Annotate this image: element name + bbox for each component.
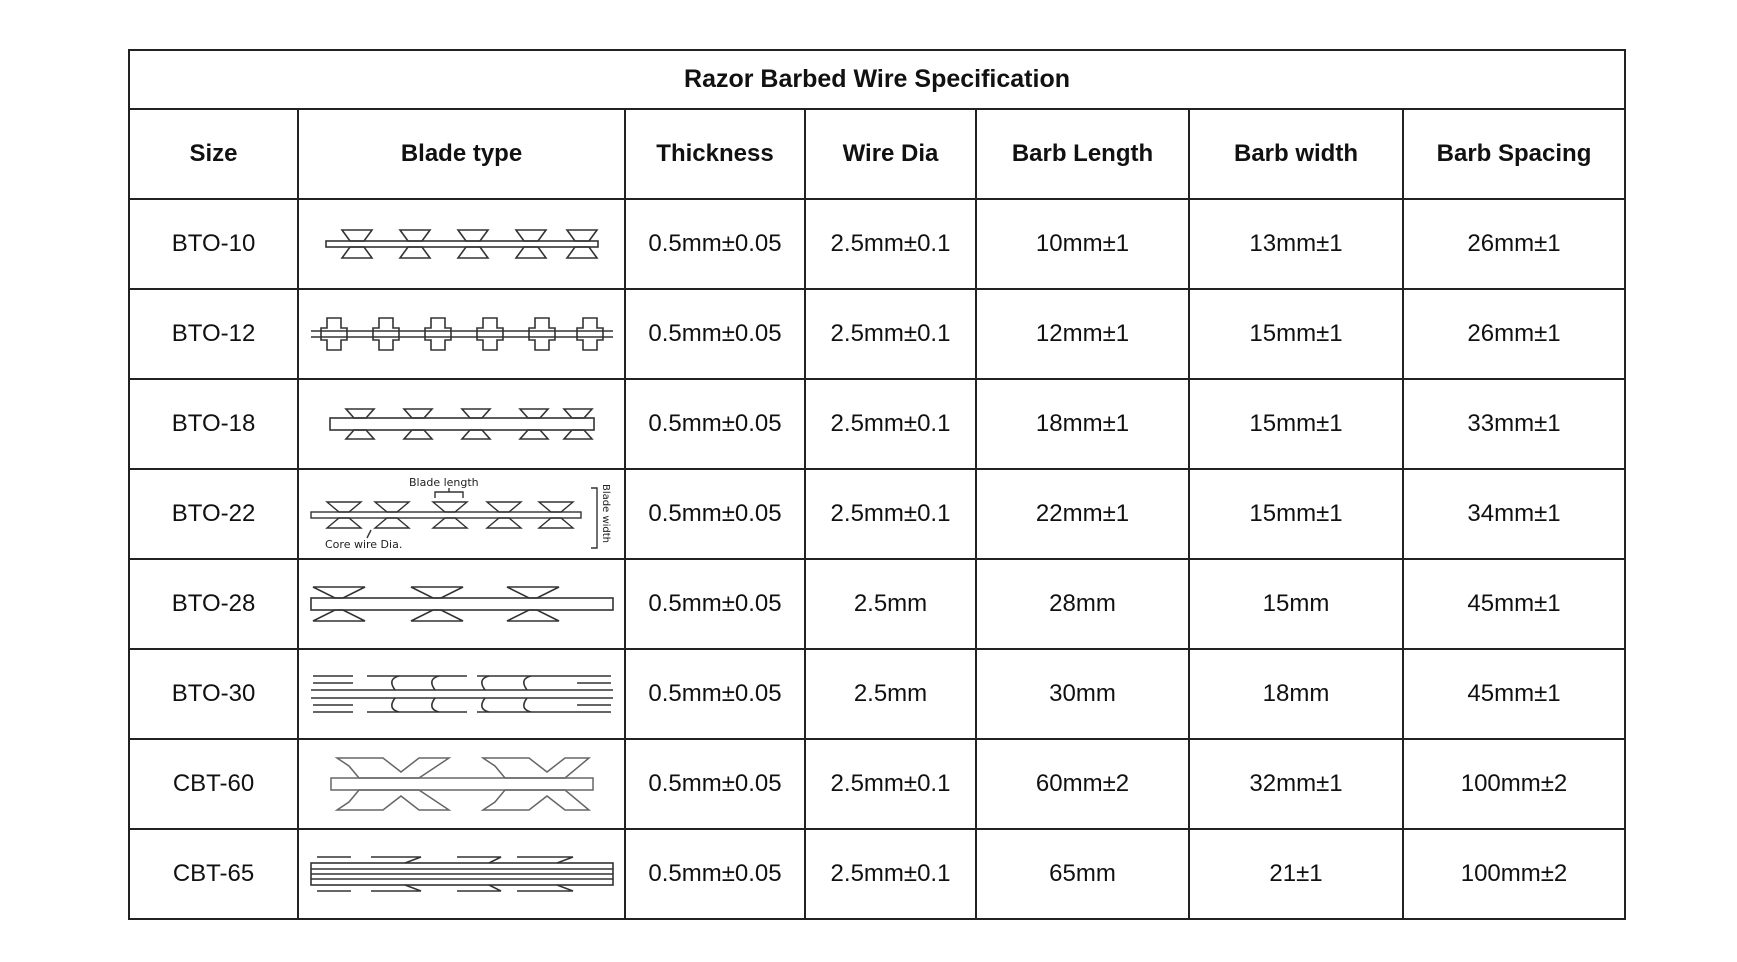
header-row: Size Blade type Thickness Wire Dia Barb …: [128, 108, 1627, 200]
barb-spacing-cell: 34mm±1: [1401, 468, 1627, 560]
barb-length-cell: 60mm±2: [975, 738, 1190, 830]
barb-width-cell: 32mm±1: [1188, 738, 1404, 830]
size-cell: BTO-28: [128, 558, 299, 650]
barb-width-cell: 15mm±1: [1188, 288, 1404, 380]
size-cell: BTO-22: [128, 468, 299, 560]
spec-table: Razor Barbed Wire Specification Size Bla…: [127, 49, 1627, 920]
cbt-60-blade-icon: [329, 757, 594, 811]
barb-spacing-cell: 33mm±1: [1401, 378, 1627, 470]
blade-type-cell: [297, 198, 626, 290]
barb-spacing-cell: 45mm±1: [1401, 648, 1627, 740]
size-cell: CBT-65: [128, 828, 299, 920]
wire-dia-cell: 2.5mm: [804, 648, 977, 740]
thickness-cell: 0.5mm±0.05: [624, 288, 806, 380]
blade-type-cell: [297, 378, 626, 470]
table-row: CBT-65 0.5mm±0.05 2.5mm±0.1 65mm 21±1 10…: [128, 828, 1627, 920]
wire-dia-cell: 2.5mm±0.1: [804, 828, 977, 920]
title-row: Razor Barbed Wire Specification: [127, 49, 1627, 110]
wire-dia-cell: 2.5mm±0.1: [804, 468, 977, 560]
barb-length-cell: 22mm±1: [975, 468, 1190, 560]
blade-length-label: Blade length: [409, 476, 479, 489]
thickness-cell: 0.5mm±0.05: [624, 558, 806, 650]
wire-dia-cell: 2.5mm±0.1: [804, 198, 977, 290]
barb-width-cell: 15mm±1: [1188, 378, 1404, 470]
wire-dia-cell: 2.5mm±0.1: [804, 378, 977, 470]
barb-spacing-cell: 26mm±1: [1401, 198, 1627, 290]
blade-width-label: Blade width: [600, 484, 611, 543]
size-cell: CBT-60: [128, 738, 299, 830]
blade-type-cell: [297, 288, 626, 380]
table-row: BTO-28 0.5mm±0.05 2.5mm 28mm 15mm 45mm±1: [128, 558, 1627, 650]
bto-10-blade-icon: [324, 229, 599, 259]
bto-22-blade-icon: Blade length Core wire Dia. Blade width: [309, 476, 611, 551]
barb-spacing-cell: 26mm±1: [1401, 288, 1627, 380]
size-cell: BTO-30: [128, 648, 299, 740]
header-wire-dia: Wire Dia: [804, 108, 977, 200]
table-row: BTO-18 0.5mm±0.05 2.5mm±0.1 18mm±1 15mm±…: [128, 378, 1627, 470]
size-cell: BTO-10: [128, 198, 299, 290]
barb-width-cell: 15mm±1: [1188, 468, 1404, 560]
barb-length-cell: 10mm±1: [975, 198, 1190, 290]
barb-length-cell: 18mm±1: [975, 378, 1190, 470]
bto-28-blade-icon: [309, 586, 614, 622]
thickness-cell: 0.5mm±0.05: [624, 738, 806, 830]
table-row: BTO-10 0.5mm±0.05 2.5mm±0.1 10mm±1 13mm±…: [128, 198, 1627, 290]
table-row: CBT-60 0.5mm±0.05 2.5mm±0.1 60mm±2 32mm±…: [128, 738, 1627, 830]
header-barb-spacing: Barb Spacing: [1401, 108, 1627, 200]
thickness-cell: 0.5mm±0.05: [624, 648, 806, 740]
table-row: BTO-30 0.5mm±0.05 2.5mm 30mm 18m: [128, 648, 1627, 740]
bto-12-blade-icon: [310, 317, 613, 351]
barb-width-cell: 15mm: [1188, 558, 1404, 650]
header-thickness: Thickness: [624, 108, 806, 200]
core-wire-dia-label: Core wire Dia.: [325, 538, 402, 551]
blade-type-cell: [297, 558, 626, 650]
header-size: Size: [128, 108, 299, 200]
blade-type-cell: Blade length Core wire Dia. Blade width: [297, 468, 626, 560]
size-cell: BTO-12: [128, 288, 299, 380]
thickness-cell: 0.5mm±0.05: [624, 468, 806, 560]
barb-width-cell: 18mm: [1188, 648, 1404, 740]
barb-width-cell: 13mm±1: [1188, 198, 1404, 290]
cbt-65-blade-icon: [309, 856, 614, 892]
thickness-cell: 0.5mm±0.05: [624, 378, 806, 470]
barb-length-cell: 30mm: [975, 648, 1190, 740]
wire-dia-cell: 2.5mm±0.1: [804, 738, 977, 830]
blade-type-cell: [297, 648, 626, 740]
header-barb-width: Barb width: [1188, 108, 1404, 200]
barb-length-cell: 12mm±1: [975, 288, 1190, 380]
size-cell: BTO-18: [128, 378, 299, 470]
barb-length-cell: 28mm: [975, 558, 1190, 650]
barb-spacing-cell: 100mm±2: [1401, 738, 1627, 830]
blade-type-cell: [297, 738, 626, 830]
header-barb-length: Barb Length: [975, 108, 1190, 200]
table-row: BTO-12 0.5mm±0.05 2.5mm±0.1 12mm±1 15mm±…: [128, 288, 1627, 380]
bto-30-blade-icon: [310, 675, 613, 713]
wire-dia-cell: 2.5mm±0.1: [804, 288, 977, 380]
table-row: BTO-22 Blade length Core wire Dia. B: [128, 468, 1627, 560]
blade-type-cell: [297, 828, 626, 920]
wire-dia-cell: 2.5mm: [804, 558, 977, 650]
barb-length-cell: 65mm: [975, 828, 1190, 920]
header-blade-type: Blade type: [297, 108, 626, 200]
barb-spacing-cell: 45mm±1: [1401, 558, 1627, 650]
barb-spacing-cell: 100mm±2: [1401, 828, 1627, 920]
thickness-cell: 0.5mm±0.05: [624, 828, 806, 920]
bto-18-blade-icon: [328, 408, 595, 440]
barb-width-cell: 21±1: [1188, 828, 1404, 920]
thickness-cell: 0.5mm±0.05: [624, 198, 806, 290]
table-title: Razor Barbed Wire Specification: [127, 49, 1627, 110]
